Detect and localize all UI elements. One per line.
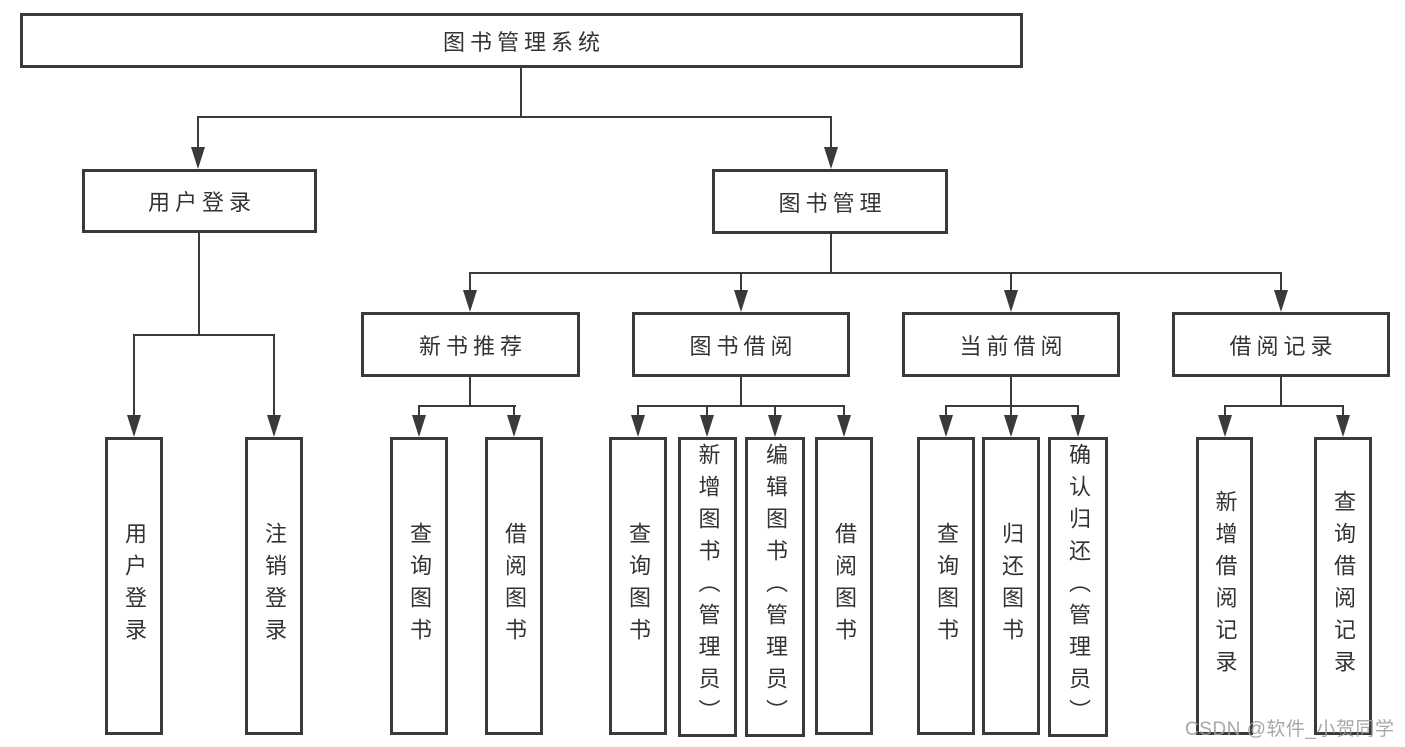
node-current-borrowing: 当前借阅: [902, 312, 1120, 377]
connector-line: [1010, 377, 1012, 407]
node-label: 图书管理: [778, 190, 887, 216]
node-library-management-system: 图书管理系统: [20, 13, 1023, 68]
connector-line: [1077, 405, 1079, 419]
node-label: 新增借阅记录: [1212, 490, 1238, 682]
connector-line: [637, 405, 845, 407]
connector-line: [1010, 272, 1012, 294]
node-label: 图书借阅: [689, 333, 798, 359]
node-label: 用户登录: [122, 522, 147, 650]
connector-line: [198, 233, 200, 336]
node-book-management: 图书管理: [712, 169, 948, 234]
csdn-watermark: CSDN @软件_小贺同学: [1185, 719, 1395, 740]
node-label: 图书管理系统: [442, 29, 605, 55]
leaf-borrow-books-borrowing: 借阅图书: [815, 437, 873, 735]
connector-line: [418, 405, 420, 419]
node-borrowing-records: 借阅记录: [1172, 312, 1390, 377]
connector-line: [133, 334, 135, 419]
arrow-down-icon: [939, 415, 953, 437]
arrow-down-icon: [1004, 290, 1018, 312]
connector-line: [1010, 405, 1012, 419]
connector-line: [133, 334, 275, 336]
arrow-down-icon: [768, 415, 782, 437]
leaf-return-book: 归还图书: [982, 437, 1040, 735]
connector-line: [469, 272, 471, 294]
node-label: 借阅图书: [502, 522, 527, 650]
leaf-add-book-admin: 新增图书（管理员）: [678, 437, 737, 737]
connector-line: [1342, 405, 1344, 419]
connector-line: [1224, 405, 1226, 419]
connector-line: [637, 405, 639, 419]
connector-line: [197, 116, 832, 118]
connector-line: [740, 377, 742, 407]
connector-line: [843, 405, 845, 419]
node-user-login: 用户登录: [82, 169, 317, 233]
connector-line: [945, 405, 1079, 407]
arrow-down-icon: [837, 415, 851, 437]
arrow-down-icon: [1274, 290, 1288, 312]
arrow-down-icon: [1218, 415, 1232, 437]
connector-line: [774, 405, 776, 419]
connector-line: [1224, 405, 1344, 407]
leaf-borrow-books-recommend: 借阅图书: [485, 437, 543, 735]
leaf-add-borrow-record: 新增借阅记录: [1196, 437, 1253, 735]
connector-line: [740, 272, 742, 294]
connector-line: [706, 405, 708, 419]
connector-line: [1280, 272, 1282, 294]
arrow-down-icon: [412, 415, 426, 437]
connector-line: [469, 272, 1282, 274]
arrow-down-icon: [1004, 415, 1018, 437]
leaf-logout: 注销登录: [245, 437, 303, 735]
connector-line: [273, 334, 275, 419]
leaf-query-borrow-record: 查询借阅记录: [1314, 437, 1372, 735]
node-label: 查询图书: [626, 522, 651, 650]
connector-line: [1280, 377, 1282, 407]
arrow-down-icon: [700, 415, 714, 437]
node-label: 用户登录: [147, 190, 256, 215]
node-book-borrowing: 图书借阅: [632, 312, 850, 377]
node-label: 新增图书（管理员）: [695, 443, 721, 731]
leaf-confirm-return-admin: 确认归还（管理员）: [1048, 437, 1108, 737]
connector-line: [197, 116, 199, 152]
connector-line: [469, 377, 471, 407]
leaf-query-books-current: 查询图书: [917, 437, 975, 735]
arrow-down-icon: [631, 415, 645, 437]
node-label: 借阅记录: [1229, 333, 1338, 359]
connector-line: [520, 68, 522, 118]
node-label: 查询图书: [934, 522, 959, 650]
arrow-down-icon: [1071, 415, 1085, 437]
node-label: 借阅图书: [832, 522, 857, 650]
connector-line: [830, 116, 832, 152]
leaf-query-books-borrowing: 查询图书: [609, 437, 667, 735]
connector-line: [418, 405, 516, 407]
connector-line: [830, 234, 832, 274]
arrow-down-icon: [191, 147, 205, 169]
arrow-down-icon: [734, 290, 748, 312]
node-label: 查询借阅记录: [1331, 490, 1356, 682]
node-label: 新书推荐: [418, 333, 527, 359]
connector-line: [513, 405, 515, 419]
node-label: 注销登录: [262, 522, 287, 650]
arrow-down-icon: [824, 147, 838, 169]
node-label: 确认归还（管理员）: [1066, 443, 1091, 731]
node-label: 当前借阅: [959, 333, 1068, 359]
arrow-down-icon: [1336, 415, 1350, 437]
arrow-down-icon: [267, 415, 281, 437]
node-new-book-recommendation: 新书推荐: [361, 312, 580, 377]
arrow-down-icon: [463, 290, 477, 312]
leaf-user-login: 用户登录: [105, 437, 163, 735]
connector-line: [945, 405, 947, 419]
arrow-down-icon: [127, 415, 141, 437]
node-label: 归还图书: [999, 522, 1024, 650]
arrow-down-icon: [507, 415, 521, 437]
node-label: 编辑图书（管理员）: [763, 443, 788, 731]
leaf-edit-book-admin: 编辑图书（管理员）: [745, 437, 805, 737]
node-label: 查询图书: [407, 522, 432, 650]
leaf-query-books-recommend: 查询图书: [390, 437, 448, 735]
